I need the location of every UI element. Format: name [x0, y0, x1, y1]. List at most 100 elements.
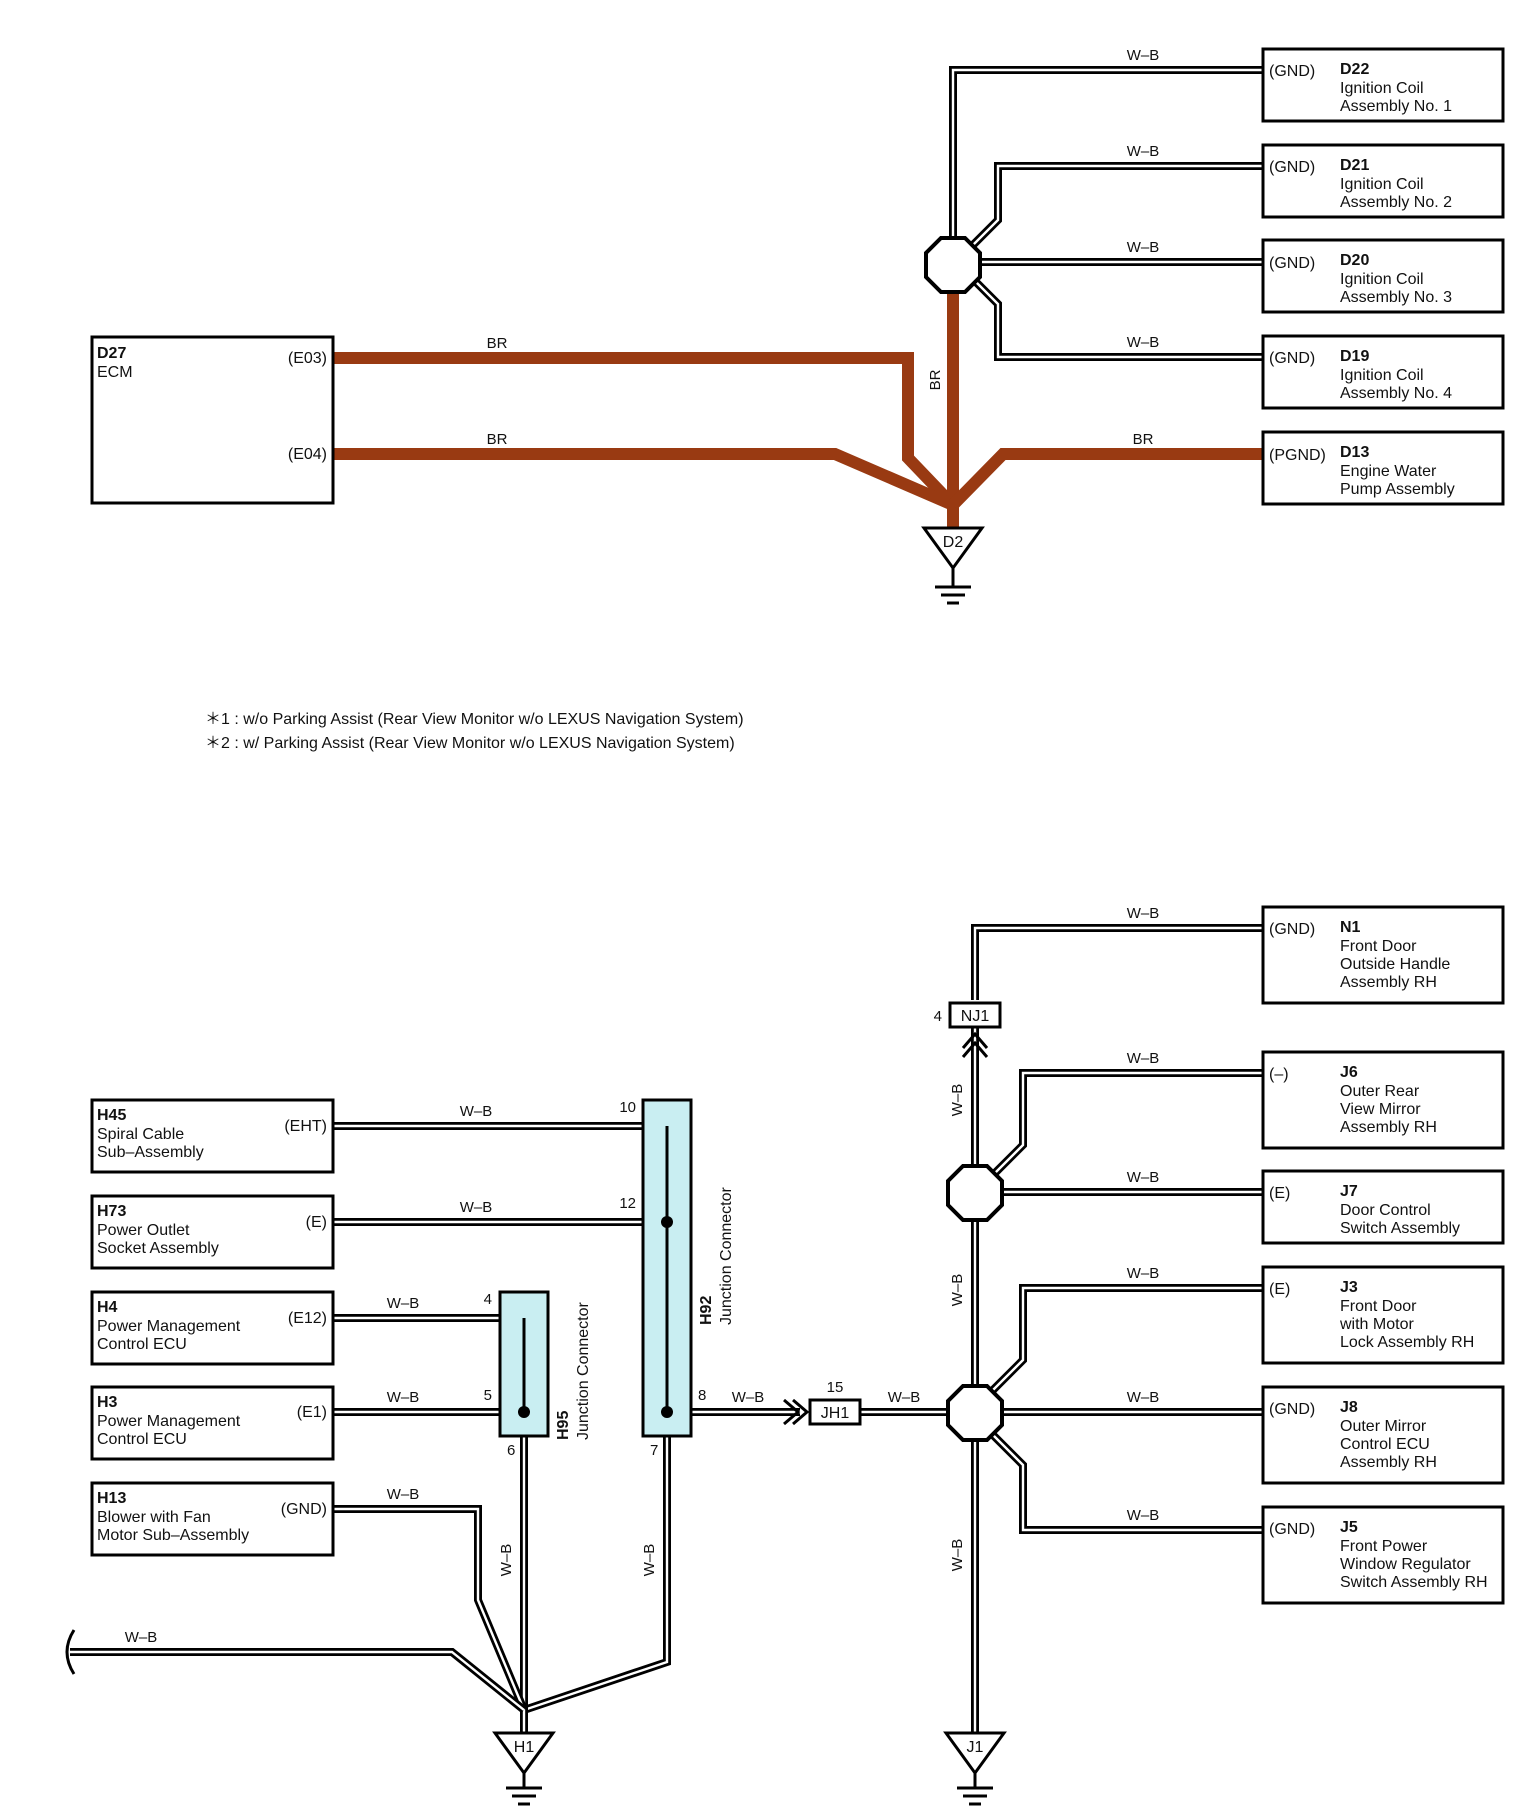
wire-break-symbol [65, 1629, 76, 1675]
connector-code: JH1 [821, 1405, 850, 1422]
connector-code: H92 [698, 1296, 715, 1325]
component-name: Pump Assembly [1340, 481, 1455, 498]
component-code: H73 [97, 1203, 126, 1220]
ground-h1: H1 [492, 1731, 556, 1806]
component-name: Engine Water [1340, 463, 1437, 480]
component-box-d13: (PGND) D13 Engine Water Pump Assembly [1261, 430, 1505, 506]
ground-label: H1 [514, 1739, 535, 1756]
wire-label: BR [927, 369, 944, 390]
wire-label: W–B [888, 1389, 921, 1406]
splice-point [946, 1384, 1004, 1442]
component-box-h45: H45 Spiral Cable Sub–Assembly (EHT) [90, 1098, 335, 1174]
component-name: Assembly No. 2 [1340, 194, 1452, 211]
wire-label: W–B [498, 1544, 515, 1577]
component-name: Assembly RH [1340, 1119, 1437, 1136]
ground-j1: J1 [943, 1731, 1007, 1806]
pin-label: (GND) [1269, 350, 1315, 367]
pin-number: 10 [619, 1099, 636, 1116]
pin-label: (GND) [1269, 255, 1315, 272]
wire-label: W–B [949, 1539, 966, 1572]
wire-label: BR [487, 431, 508, 448]
component-name: Blower with Fan [97, 1509, 211, 1526]
br-wires [333, 285, 1263, 530]
pin-label: (GND) [1269, 921, 1315, 938]
component-name: Assembly No. 3 [1340, 289, 1452, 306]
inline-connector-nj1: NJ1 4 [934, 1001, 1002, 1058]
component-code: J7 [1340, 1183, 1358, 1200]
component-name: Ignition Coil [1340, 367, 1424, 384]
splice-point [924, 236, 982, 294]
pin-label: (–) [1269, 1066, 1289, 1083]
notes: ＊1 : w/o Parking Assist (Rear View Monit… [205, 711, 744, 752]
component-code: J6 [1340, 1064, 1358, 1081]
ground-d2: D2 [921, 526, 985, 605]
component-code: D21 [1340, 157, 1369, 174]
component-code: J3 [1340, 1279, 1358, 1296]
component-name: Power Management [97, 1413, 241, 1430]
wire-label: BR [487, 335, 508, 352]
component-box-h4: H4 Power Management Control ECU (E12) [90, 1290, 335, 1366]
top-ground-circuit: D2 D27 ECM (E03) (E04) BR BR BR BR W–B W… [90, 47, 1505, 605]
component-name: View Mirror [1340, 1101, 1421, 1118]
pin-label: (E12) [288, 1310, 327, 1327]
component-name: Outside Handle [1340, 956, 1450, 973]
component-box-j3: (E) J3 Front Door with Motor Lock Assemb… [1261, 1265, 1505, 1365]
component-code: H45 [97, 1107, 126, 1124]
component-code: D20 [1340, 252, 1369, 269]
component-name: Assembly RH [1340, 1454, 1437, 1471]
component-box-j6: (–) J6 Outer Rear View Mirror Assembly R… [1261, 1050, 1505, 1150]
pin-number: 7 [650, 1442, 658, 1459]
wire-label: W–B [387, 1295, 420, 1312]
component-code: H3 [97, 1394, 118, 1411]
pin-number: 6 [507, 1442, 515, 1459]
wire-label: W–B [1127, 1050, 1160, 1067]
wire-label: W–B [1127, 334, 1160, 351]
component-name: Ignition Coil [1340, 271, 1424, 288]
component-name: ECM [97, 364, 133, 381]
component-name: Switch Assembly RH [1340, 1574, 1488, 1591]
wire-label: W–B [732, 1389, 765, 1406]
component-code: D22 [1340, 61, 1369, 78]
component-name: Outer Rear [1340, 1083, 1420, 1100]
wire-label: W–B [1127, 1507, 1160, 1524]
component-box-j7: (E) J7 Door Control Switch Assembly [1261, 1169, 1505, 1245]
ground-label: D2 [943, 534, 964, 551]
note-1: ＊1 : w/o Parking Assist (Rear View Monit… [205, 711, 744, 728]
component-name: Control ECU [97, 1336, 187, 1353]
note-2: ＊2 : w/ Parking Assist (Rear View Monito… [205, 735, 735, 752]
bottom-wire-labels: W–B W–B W–B W–B W–B W–B W–B W–B W–B W–B … [125, 905, 1160, 1646]
junction-connector-h95: H95 Junction Connector 4 5 6 [484, 1290, 592, 1459]
component-code: D27 [97, 345, 126, 362]
splice-point [946, 1164, 1004, 1222]
component-code: D19 [1340, 348, 1369, 365]
pin-label: (E1) [297, 1404, 327, 1421]
wb-wires-ignition-coils [949, 66, 1263, 361]
component-name: Front Door [1340, 1298, 1417, 1315]
pin-number: 4 [934, 1008, 942, 1025]
wire-label: BR [1133, 431, 1154, 448]
component-name: Ignition Coil [1340, 176, 1424, 193]
wire-label: W–B [641, 1544, 658, 1577]
pin-label: (PGND) [1269, 447, 1326, 464]
wire-label: W–B [1127, 1169, 1160, 1186]
inline-connector-jh1: JH1 15 [783, 1379, 862, 1426]
wire-label: W–B [460, 1103, 493, 1120]
wire-label: W–B [1127, 239, 1160, 256]
wire-label: W–B [1127, 905, 1160, 922]
component-name: Outer Mirror [1340, 1418, 1427, 1435]
component-name: Window Regulator [1340, 1556, 1471, 1573]
component-box-j5: (GND) J5 Front Power Window Regulator Sw… [1261, 1505, 1505, 1605]
component-name: with Motor [1339, 1316, 1414, 1333]
component-code: H13 [97, 1490, 126, 1507]
component-box-d19: (GND) D19 Ignition Coil Assembly No. 4 [1261, 334, 1505, 410]
ground-label: J1 [967, 1739, 984, 1756]
bottom-ground-circuit: H92 Junction Connector 10 12 8 7 H95 Jun… [65, 905, 1505, 1806]
wire-label: W–B [949, 1084, 966, 1117]
component-name: Motor Sub–Assembly [97, 1527, 249, 1544]
wire-label: W–B [1127, 143, 1160, 160]
component-name: Power Outlet [97, 1222, 190, 1239]
component-box-h3: H3 Power Management Control ECU (E1) [90, 1385, 335, 1461]
pin-label: (GND) [1269, 1521, 1315, 1538]
component-name: Assembly No. 4 [1340, 385, 1452, 402]
pin-number: 4 [484, 1291, 492, 1308]
